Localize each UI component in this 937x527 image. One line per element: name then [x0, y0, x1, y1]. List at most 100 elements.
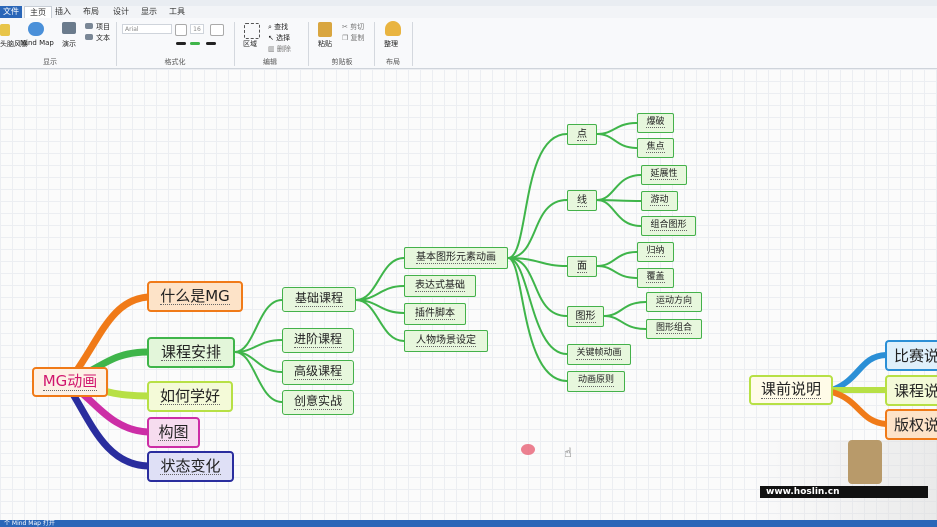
brainstorm-button[interactable]: 头脑风暴 [0, 40, 28, 48]
group-separator [234, 22, 235, 66]
branch-copyright [829, 389, 889, 427]
topic-label: 比赛说 [894, 347, 937, 365]
topic-plane[interactable]: 面 [567, 256, 597, 277]
trash-icon: ▥ [268, 45, 275, 53]
status-bar: 个 Mind Map 打开 [0, 520, 937, 527]
watermark [752, 440, 937, 520]
tab-layout[interactable]: 布局 [83, 7, 99, 16]
topic-label: 归纳 [646, 245, 665, 258]
topic-label: 覆盖 [646, 271, 665, 284]
topic-principles[interactable]: 动画原则 [567, 371, 625, 392]
tab-tools[interactable]: 工具 [169, 7, 185, 16]
topic-cover[interactable]: 覆盖 [637, 268, 674, 288]
group-label-display: 显示 [43, 58, 57, 66]
copy-icon: ❐ [342, 34, 349, 42]
topic-plugin[interactable]: 插件脚本 [404, 303, 466, 325]
topic-graph-combo[interactable]: 图形组合 [646, 319, 702, 339]
topic-competition[interactable]: 比赛说 [885, 340, 937, 371]
text-button[interactable]: 文本 [96, 34, 110, 42]
mindmap-root[interactable]: MG动画 [32, 367, 108, 397]
topic-focus[interactable]: 焦点 [637, 138, 674, 158]
topic-course-notes[interactable]: 课程说 [885, 375, 937, 406]
topic-label: 点 [577, 128, 587, 141]
topic-line[interactable]: 线 [567, 190, 597, 211]
topic-expression[interactable]: 表达式基础 [404, 275, 476, 297]
group-separator [308, 22, 309, 66]
topic-explode[interactable]: 爆破 [637, 113, 674, 133]
topic-induce[interactable]: 归纳 [637, 242, 674, 262]
paste-button[interactable]: 粘贴 [318, 40, 332, 48]
line-style-icon[interactable] [176, 42, 186, 45]
title-bar [0, 0, 937, 6]
topic-senior[interactable]: 高级课程 [282, 360, 354, 385]
branch-competition [829, 352, 889, 393]
topic-label: 焦点 [646, 141, 665, 154]
line-color-icon[interactable] [190, 42, 200, 45]
topic-what[interactable]: 什么是MG [147, 281, 243, 312]
topic-label: 图形组合 [655, 322, 692, 335]
topic-creative[interactable]: 创意实战 [282, 390, 354, 415]
second-root[interactable]: 课前说明 [749, 375, 833, 405]
group-label-layout: 布局 [386, 58, 400, 66]
cut-label: 剪切 [350, 23, 365, 31]
topic-label: 面 [577, 260, 587, 273]
topic-point[interactable]: 点 [567, 124, 597, 145]
tab-file[interactable]: 文件 [0, 6, 22, 18]
group-separator [116, 22, 117, 66]
item-button[interactable]: 项目 [96, 23, 110, 31]
pointer-highlight [521, 444, 535, 455]
topic-label: 进阶课程 [293, 332, 342, 348]
present-button[interactable]: 演示 [62, 40, 76, 48]
topic-schedule[interactable]: 课程安排 [147, 337, 235, 368]
delete-button[interactable]: ▥ 删除 [268, 44, 291, 54]
topic-character[interactable]: 人物场景设定 [404, 330, 488, 352]
tab-design[interactable]: 设计 [113, 7, 129, 16]
copy-button[interactable]: ❐ 复制 [342, 33, 365, 43]
find-button[interactable]: ⌕ 查找 [268, 22, 288, 32]
cursor-icon: ↖ [268, 34, 274, 42]
topic-graphics[interactable]: 图形 [567, 306, 604, 327]
topic-copyright[interactable]: 版权说 [885, 409, 937, 440]
topic-label: 线 [577, 194, 587, 207]
topic-advanced[interactable]: 进阶课程 [282, 328, 354, 353]
topic-label: 组合图形 [650, 219, 687, 232]
font-name-select[interactable]: Arial [122, 24, 172, 34]
topic-label: 构图 [158, 422, 189, 442]
topic-motion-dir[interactable]: 运动方向 [646, 292, 702, 312]
font-size-select[interactable]: 16 [190, 24, 204, 34]
topic-label: 爆破 [646, 116, 665, 129]
root-label: MG动画 [42, 372, 98, 391]
topic-label: 创意实战 [293, 394, 342, 410]
topic-swing[interactable]: 游动 [641, 191, 678, 211]
topic-composition[interactable]: 构图 [147, 417, 200, 448]
topic-label: 课程安排 [160, 342, 221, 362]
topic-combo[interactable]: 组合图形 [641, 216, 696, 236]
mindmap-button[interactable]: Mind Map [20, 39, 54, 47]
tab-home[interactable]: 主页 [24, 6, 52, 19]
hand-cursor-icon: ☝ [564, 446, 572, 461]
select-button[interactable]: ↖ 选择 [268, 33, 290, 43]
tab-view[interactable]: 显示 [141, 7, 157, 16]
search-icon: ⌕ [268, 23, 272, 31]
presenter-avatar [848, 440, 882, 484]
organize-button[interactable]: 整理 [384, 40, 398, 48]
fill-color-icon[interactable] [175, 24, 187, 36]
topic-how[interactable]: 如何学好 [147, 381, 233, 412]
topic-extend[interactable]: 延展性 [641, 165, 687, 185]
topic-keyframe[interactable]: 关键帧动画 [567, 344, 631, 365]
topic-label: 基本图形元素动画 [416, 252, 496, 264]
topic-shape-anim[interactable]: 基本图形元素动画 [404, 247, 508, 269]
topic-basic[interactable]: 基础课程 [282, 287, 356, 312]
region-icon [244, 23, 260, 39]
group-separator [374, 22, 375, 66]
border-color-icon[interactable] [210, 24, 224, 36]
cut-button[interactable]: ✂ 剪切 [342, 22, 364, 32]
topic-label: 高级课程 [293, 364, 342, 380]
copy-label: 复制 [350, 34, 365, 42]
line-width-icon[interactable] [206, 42, 216, 45]
tab-insert[interactable]: 插入 [55, 7, 71, 16]
region-button[interactable]: 区域 [243, 40, 257, 48]
paste-icon [318, 22, 332, 37]
topic-state[interactable]: 状态变化 [147, 451, 234, 482]
